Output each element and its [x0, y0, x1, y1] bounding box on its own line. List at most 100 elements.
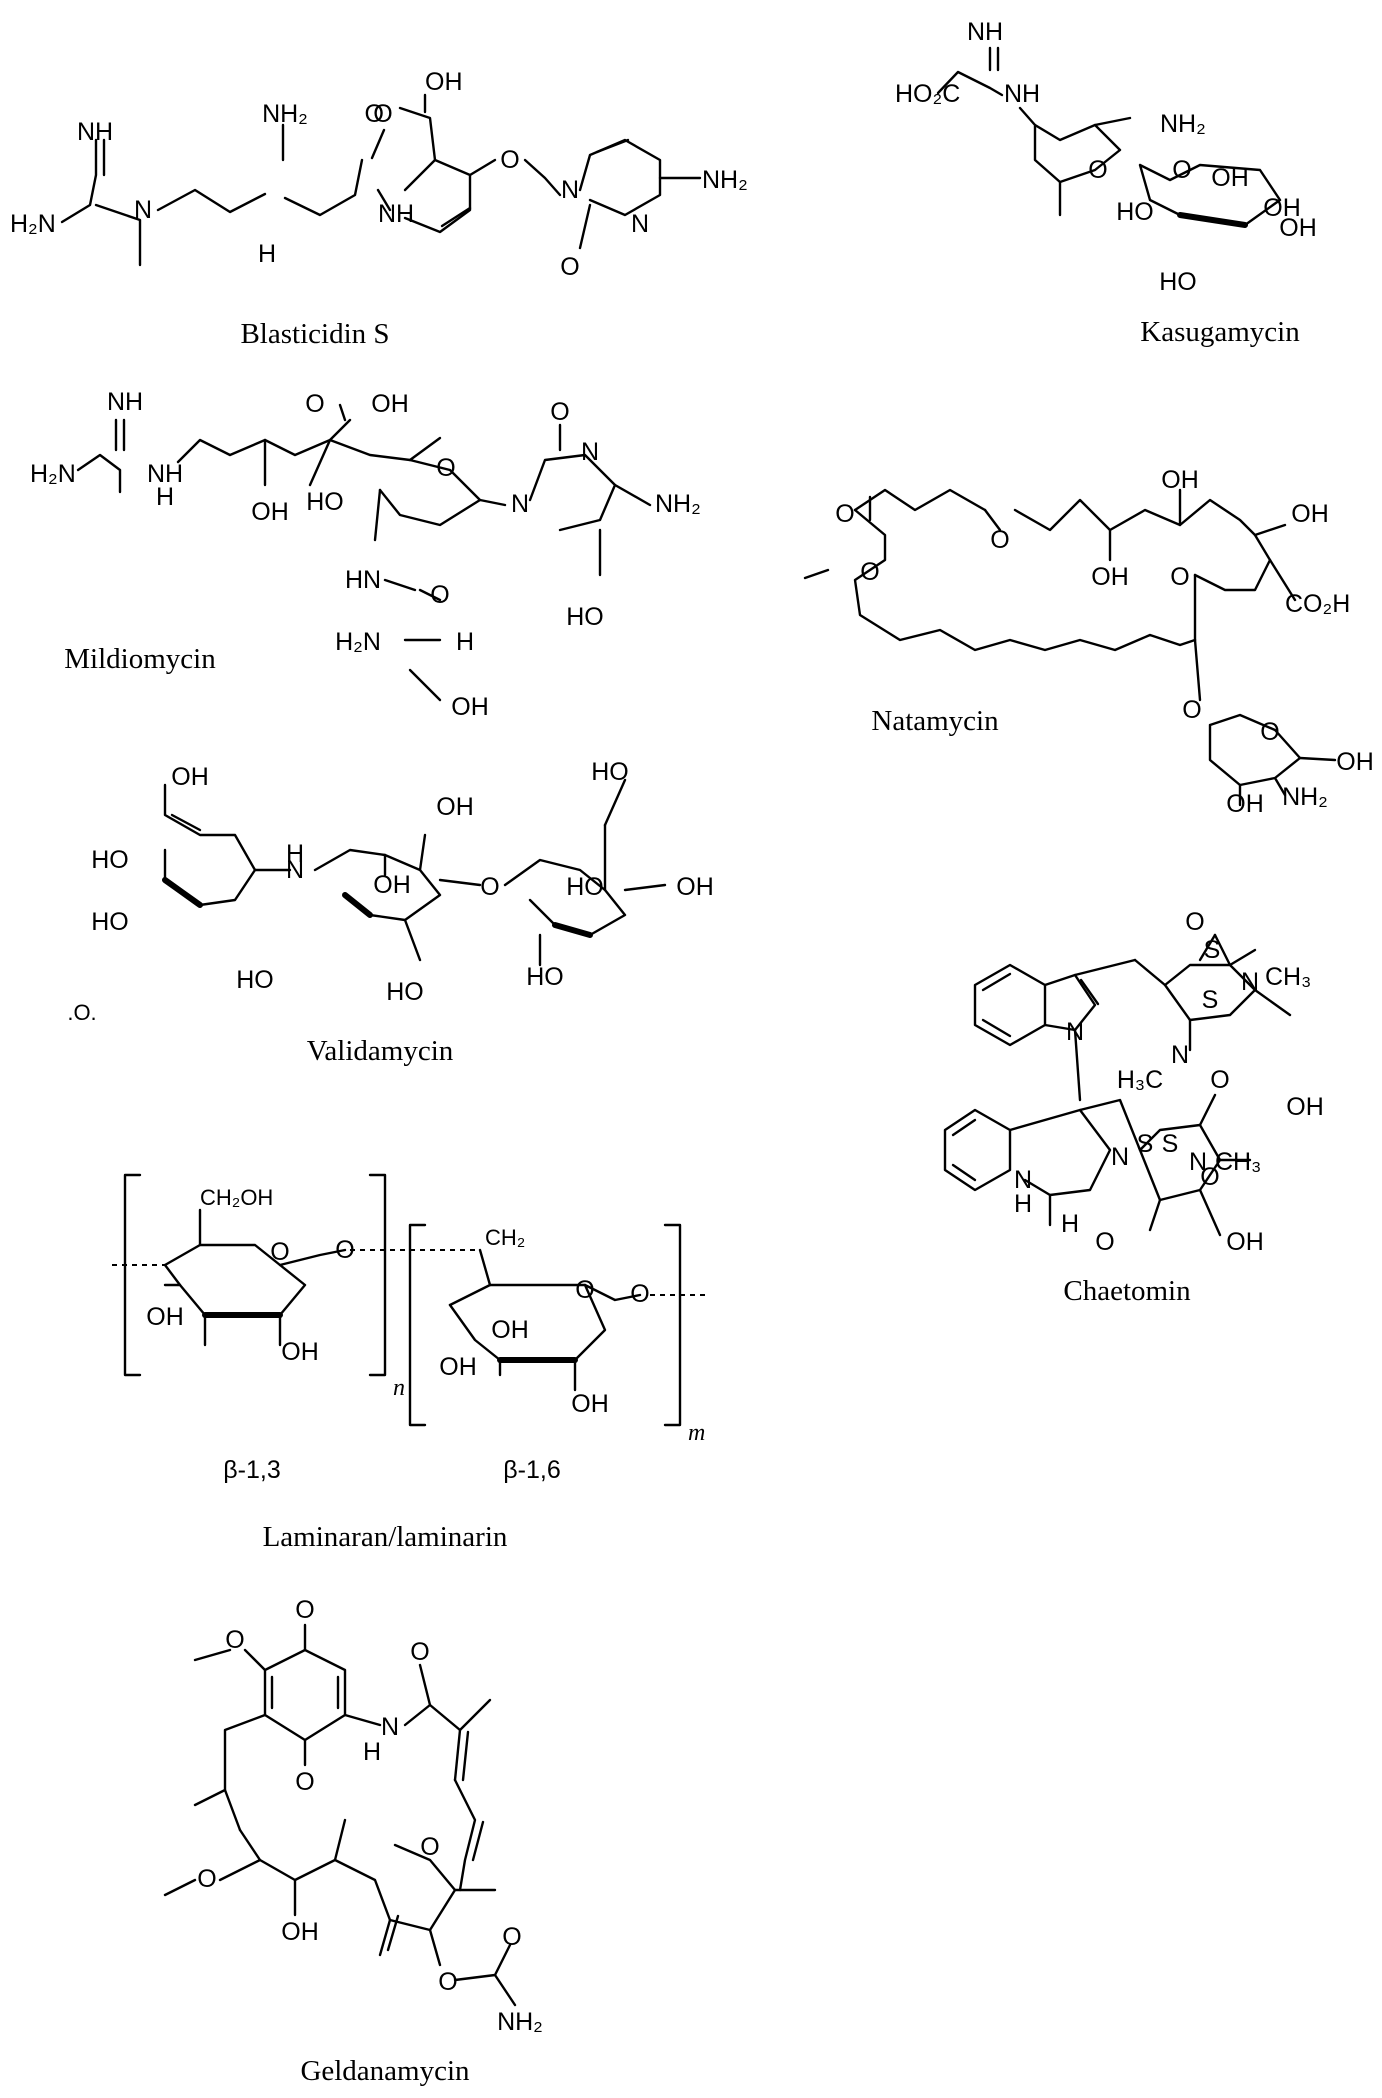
atom-label: OH — [1226, 790, 1264, 818]
atom-label: S — [1137, 1130, 1154, 1158]
atom-label: HO — [91, 908, 129, 936]
atom-label: O — [295, 1768, 314, 1796]
atom-label: HO — [566, 603, 604, 631]
atom-label: HO — [91, 846, 129, 874]
atom-label: N — [1111, 1143, 1129, 1171]
atom-label: OH — [1263, 194, 1301, 222]
atom-label: S — [1202, 986, 1219, 1014]
atom-label: N — [286, 856, 304, 884]
atom-label: O — [270, 1238, 289, 1266]
atom-label: OH — [281, 1338, 319, 1366]
atom-label: OH — [373, 871, 411, 899]
atom-label: OH — [1286, 1093, 1324, 1121]
atom-label: NH — [1004, 80, 1040, 108]
atom-label: OH — [1336, 748, 1374, 776]
linkage-label-beta-1-3: β-1,3 — [223, 1456, 280, 1484]
atom-label: N — [134, 196, 152, 224]
atom-label: O — [1088, 156, 1107, 184]
atom-label: HO — [591, 758, 629, 786]
atom-label: NH₂ — [497, 2008, 543, 2036]
atom-label: O — [1210, 1066, 1229, 1094]
atom-label: NH — [967, 18, 1003, 46]
atom-label: OH — [1211, 164, 1249, 192]
natamycin-structure: O O O OH OH OH O CO₂H O O OH OH NH₂ — [803, 466, 1374, 818]
atom-label: H — [456, 628, 474, 656]
kasugamycin-structure: NH HO₂C NH NH₂ O O OH OH OH HO HO — [895, 18, 1317, 296]
atom-label: O — [560, 253, 579, 281]
atom-label: HN — [345, 566, 381, 594]
atom-label: OH — [171, 763, 209, 791]
atom-label: N — [1066, 1018, 1084, 1046]
atom-label: HO — [566, 873, 604, 901]
atom-label: O — [295, 1596, 314, 1624]
atom-label: H — [258, 240, 276, 268]
atom-label: N — [1189, 1148, 1207, 1176]
compound-name-mildiomycin: Mildiomycin — [64, 643, 216, 675]
atom-label: NH₂ — [1282, 783, 1328, 811]
atom-label: S — [1162, 1130, 1179, 1158]
compound-name-natamycin: Natamycin — [871, 705, 999, 737]
atom-label: NH — [107, 388, 143, 416]
compound-name-chaetomin: Chaetomin — [1063, 1275, 1191, 1307]
atom-label: NH — [378, 200, 414, 228]
atom-label: O — [436, 454, 455, 482]
atom-label: OH — [425, 68, 463, 96]
atom-label: CO₂H — [1285, 590, 1350, 618]
atom-label: H — [286, 840, 304, 868]
atom-label: OH — [676, 873, 714, 901]
compound-name-validamycin: Validamycin — [307, 1035, 454, 1067]
atom-label: H — [1014, 1190, 1032, 1218]
atom-label: O — [630, 1280, 649, 1308]
geldanamycin-structure: O O O N H O O OH O O O NH₂ — [163, 1596, 543, 2036]
atom-label: HO₂C — [895, 80, 960, 108]
atom-label: H₃C — [1117, 1066, 1163, 1094]
atom-label: O — [1172, 156, 1191, 184]
atom-label: O — [502, 1923, 521, 1951]
atom-label: HO — [526, 963, 564, 991]
atom-label: OH — [371, 390, 409, 418]
atom-label: OH — [281, 1918, 319, 1946]
atom-label: .O. — [67, 1000, 96, 1025]
atom-label: O — [480, 873, 499, 901]
compound-name-laminaran: Laminaran/laminarin — [263, 1521, 508, 1553]
atom-label: O — [420, 1833, 439, 1861]
atom-label: O — [373, 100, 392, 128]
atom-label: OH — [1279, 214, 1317, 242]
atom-label: O — [550, 398, 569, 426]
atom-label: NH₂ — [1160, 110, 1206, 138]
blasticidin-s-structure: NH H₂N N NH₂ H O NH O OH O N N NH₂ O — [10, 68, 748, 281]
atom-label: O — [430, 581, 449, 609]
atom-label: OH — [571, 1390, 609, 1418]
atom-label: N — [1241, 968, 1259, 996]
compound-name-kasugamycin: Kasugamycin — [1140, 316, 1300, 348]
atom-label: O — [500, 146, 519, 174]
atom-label: NH₂ — [702, 166, 748, 194]
atom-label: O — [438, 1968, 457, 1996]
atom-label: HO — [1159, 268, 1197, 296]
atom-label: NH₂ — [655, 490, 701, 518]
atom-label: O — [197, 1865, 216, 1893]
laminaran-structure: CH₂OH O O OH OH n CH₂ O O OH OH OH m — [112, 1173, 710, 1446]
atom-label: N — [561, 176, 579, 204]
compound-name-geldanamycin: Geldanamycin — [300, 2055, 470, 2087]
atom-label: HO — [1116, 198, 1154, 226]
atom-label: H — [1061, 1210, 1079, 1238]
atom-label: O — [860, 558, 879, 586]
atom-label: CH₂OH — [200, 1185, 273, 1210]
linkage-label-beta-1-6: β-1,6 — [503, 1456, 560, 1484]
atom-label: OH — [1091, 563, 1129, 591]
atom-label: OH — [1161, 466, 1199, 494]
atom-label: H — [156, 483, 174, 511]
atom-label: H — [363, 1738, 381, 1766]
atom-label: O — [410, 1638, 429, 1666]
atom-label: N — [631, 210, 649, 238]
atom-label: O — [1200, 1163, 1219, 1191]
atom-label: OH — [491, 1316, 529, 1344]
atom-label: H₂N — [335, 628, 381, 656]
atom-label: OH — [146, 1303, 184, 1331]
atom-label: CH₂ — [485, 1225, 525, 1250]
atom-label: O — [225, 1626, 244, 1654]
atom-label: HO — [306, 488, 344, 516]
atom-label: OH — [439, 1353, 477, 1381]
